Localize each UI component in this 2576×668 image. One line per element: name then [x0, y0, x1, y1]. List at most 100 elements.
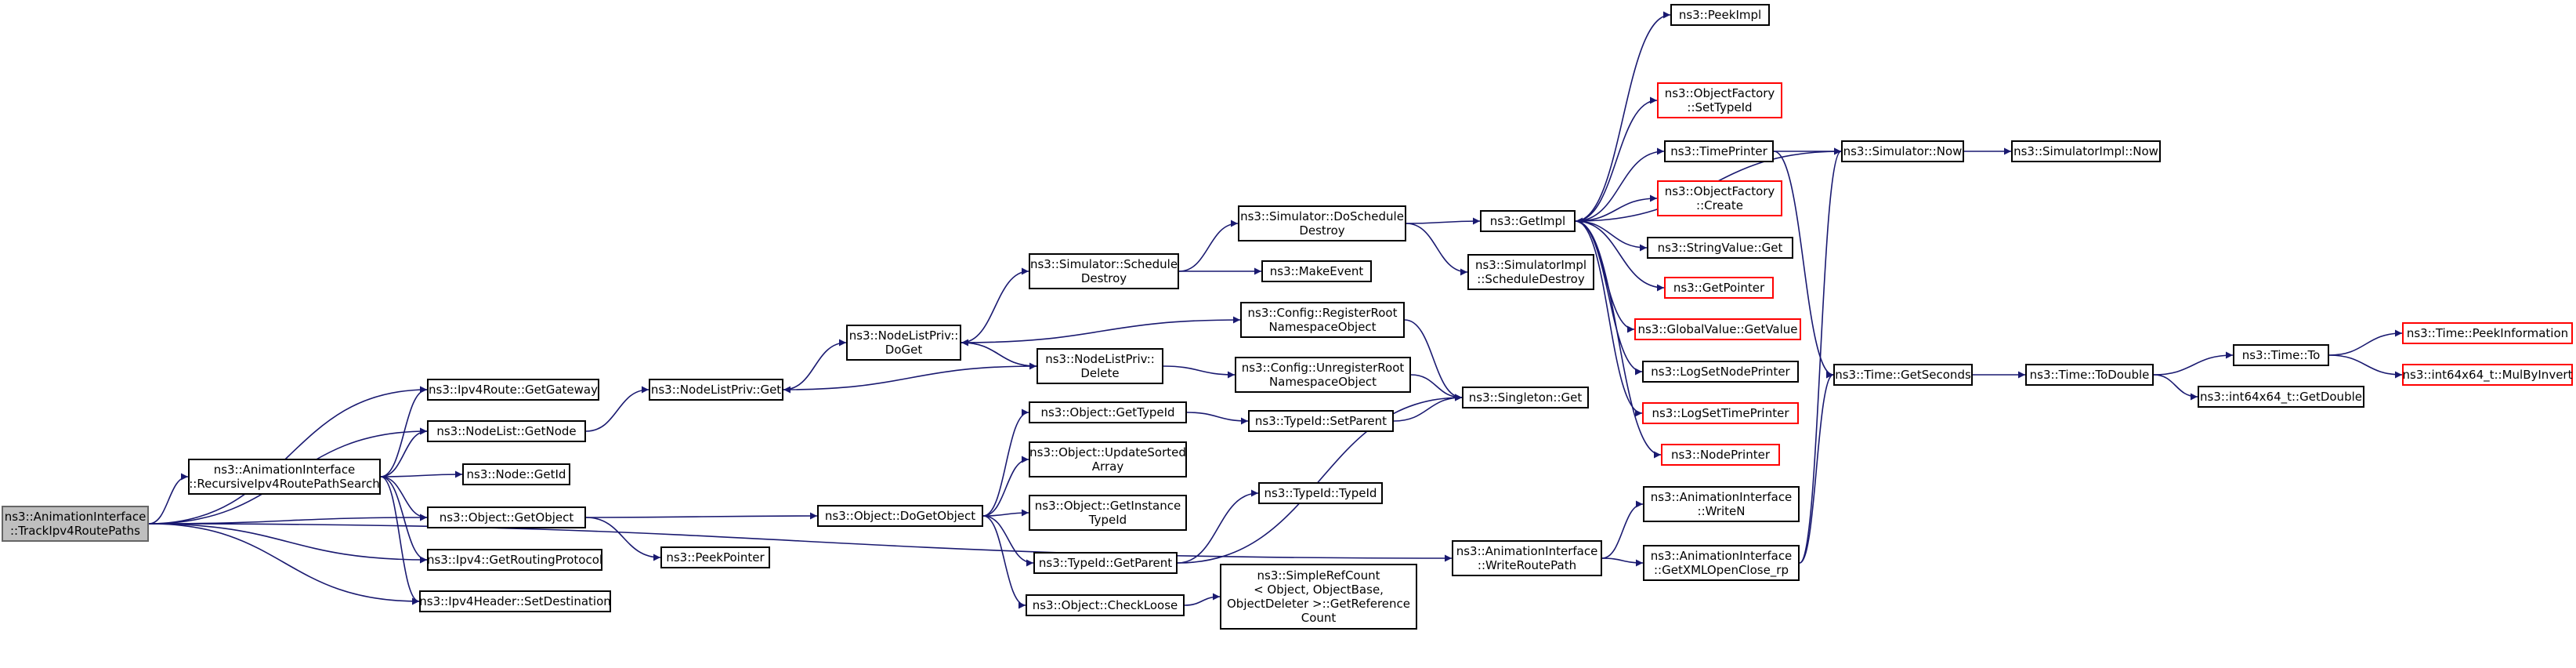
- edge-timeto-to-int64mulbyinvert: [2328, 354, 2403, 379]
- node-objectgetobject[interactable]: ns3::Object::GetObject: [427, 506, 586, 528]
- node-label-line: ::RecursiveIpv4RoutePathSearch: [189, 477, 380, 491]
- node-simnow[interactable]: ns3::Simulator::Now: [1841, 140, 1964, 162]
- edge-recursive-to-ipv4headersetdest: [380, 476, 420, 605]
- node-globalvalueget[interactable]: ns3::GlobalValue::GetValue: [1634, 318, 1801, 340]
- node-peekimpl[interactable]: ns3::PeekImpl: [1670, 4, 1770, 26]
- node-logsettimeprinter[interactable]: ns3::LogSetTimePrinter: [1642, 402, 1799, 424]
- node-label-line: ns3::AnimationInterface: [1650, 490, 1793, 504]
- node-label-line: ns3::NodeListPriv::: [1045, 352, 1155, 366]
- edge-getimpl-to-objfactorysettypeid: [1575, 96, 1658, 222]
- node-getpointer[interactable]: ns3::GetPointer: [1664, 277, 1774, 299]
- edge-objectdogetobject-to-objectgetinstance: [982, 509, 1029, 517]
- node-label-line: ns3::int64x64_t::MulByInvert: [2402, 368, 2573, 382]
- node-recursive[interactable]: ns3::AnimationInterface::RecursiveIpv4Ro…: [188, 459, 381, 495]
- node-makeevent[interactable]: ns3::MakeEvent: [1261, 260, 1372, 282]
- node-int64mulbyinvert[interactable]: ns3::int64x64_t::MulByInvert: [2402, 364, 2573, 386]
- node-label-line: ns3::SimpleRefCount: [1257, 568, 1380, 583]
- node-timepeekinfo[interactable]: ns3::Time::PeekInformation: [2402, 322, 2573, 344]
- node-label-line: ns3::Object::GetTypeId: [1040, 405, 1175, 419]
- node-label-line: Delete: [1080, 366, 1120, 380]
- node-label-line: Array: [1091, 459, 1124, 474]
- node-label-line: ns3::Object::CheckLoose: [1032, 598, 1178, 612]
- node-label-line: ::WriteRoutePath: [1477, 558, 1577, 572]
- node-objfactorycreate[interactable]: ns3::ObjectFactory::Create: [1657, 180, 1782, 216]
- node-label-line: Destroy: [1080, 271, 1127, 285]
- node-int64getdouble[interactable]: ns3::int64x64_t::GetDouble: [2198, 386, 2364, 408]
- node-nodelistprivget[interactable]: ns3::NodeListPriv::Get: [649, 379, 783, 401]
- node-getxmlopenclose[interactable]: ns3::AnimationInterface::GetXMLOpenClose…: [1643, 545, 1800, 581]
- node-writeroutepath[interactable]: ns3::AnimationInterface::WriteRoutePath: [1452, 540, 1602, 576]
- node-peekpointer[interactable]: ns3::PeekPointer: [660, 546, 770, 568]
- node-label-line: DoGet: [885, 343, 923, 357]
- node-objfactorysettypeid[interactable]: ns3::ObjectFactory::SetTypeId: [1657, 82, 1782, 118]
- edge-objectdogetobject-to-objectcheckloose: [982, 515, 1026, 609]
- node-label-line: ns3::LogSetTimePrinter: [1652, 406, 1789, 420]
- edge-nodelistprivdoget-to-configregister: [961, 316, 1241, 343]
- node-objectdogetobject[interactable]: ns3::Object::DoGetObject: [817, 505, 983, 527]
- node-ipv4headersetdest[interactable]: ns3::Ipv4Header::SetDestination: [419, 590, 611, 612]
- node-label-line: < Object, ObjectBase,: [1254, 583, 1384, 597]
- node-stringvalueget[interactable]: ns3::StringValue::Get: [1647, 237, 1793, 259]
- node-nodelistgetnode[interactable]: ns3::NodeList::GetNode: [427, 420, 586, 442]
- node-label-line: ns3::PeekImpl: [1678, 8, 1762, 22]
- node-label-line: ns3::Config::RegisterRoot: [1247, 306, 1398, 320]
- node-typeidgetparent[interactable]: ns3::TypeId::GetParent: [1033, 552, 1178, 574]
- edge-objectdogetobject-to-objectupdatesorted: [982, 456, 1029, 517]
- node-label-line: ns3::LogSetNodePrinter: [1651, 365, 1790, 379]
- node-label-line: ns3::NodeListPriv::Get: [650, 383, 782, 397]
- node-ipv4getrouting[interactable]: ns3::Ipv4::GetRoutingProtocol: [427, 549, 602, 571]
- node-writen[interactable]: ns3::AnimationInterface::WriteN: [1643, 486, 1800, 522]
- node-typeidtypeid[interactable]: ns3::TypeId::TypeId: [1258, 482, 1383, 504]
- node-label-line: ns3::Ipv4Header::SetDestination: [419, 594, 611, 608]
- node-label-line: ns3::SimulatorImpl::Now: [2013, 144, 2158, 158]
- edge-root-to-ipv4headersetdest: [148, 523, 420, 605]
- node-label-line: ns3::NodeList::GetNode: [436, 424, 577, 438]
- node-label-line: ns3::ObjectFactory: [1664, 86, 1775, 100]
- node-objectgettypeid[interactable]: ns3::Object::GetTypeId: [1029, 401, 1187, 423]
- node-simplerefcount[interactable]: ns3::SimpleRefCount< Object, ObjectBase,…: [1220, 564, 1417, 630]
- node-getimpl[interactable]: ns3::GetImpl: [1480, 210, 1576, 232]
- node-timegetseconds[interactable]: ns3::Time::GetSeconds: [1833, 364, 1973, 386]
- node-nodeprinter[interactable]: ns3::NodePrinter: [1661, 444, 1780, 466]
- edge-objectdogetobject-to-objectgettypeid: [982, 408, 1029, 517]
- node-timetodouble[interactable]: ns3::Time::ToDouble: [2025, 364, 2154, 386]
- node-nodelistprivdelete[interactable]: ns3::NodeListPriv::Delete: [1037, 348, 1163, 384]
- node-nodelistprivdoget[interactable]: ns3::NodeListPriv::DoGet: [846, 325, 961, 361]
- edge-nodelistprivdoget-to-simschedule: [961, 267, 1029, 343]
- node-simimplschedule[interactable]: ns3::SimulatorImpl::ScheduleDestroy: [1467, 254, 1594, 290]
- node-label-line: ::Create: [1696, 198, 1743, 212]
- node-label-line: ns3::AnimationInterface: [1456, 544, 1598, 558]
- node-logsetnodeprinter[interactable]: ns3::LogSetNodePrinter: [1642, 361, 1799, 383]
- node-singletonget[interactable]: ns3::Singleton::Get: [1462, 387, 1589, 408]
- node-label-line: ns3::AnimationInterface: [1650, 549, 1793, 563]
- node-objectcheckloose[interactable]: ns3::Object::CheckLoose: [1026, 594, 1185, 616]
- edge-configunregister-to-singletonget: [1410, 374, 1463, 401]
- edge-timeto-to-timepeekinfo: [2328, 329, 2403, 356]
- node-timeto[interactable]: ns3::Time::To: [2233, 344, 2329, 366]
- node-label-line: ns3::ObjectFactory: [1664, 184, 1775, 198]
- edge-getimpl-to-timeprinter: [1575, 147, 1665, 222]
- node-label-line: ns3::Ipv4Route::GetGateway: [429, 383, 598, 397]
- node-simimplnow[interactable]: ns3::SimulatorImpl::Now: [2011, 140, 2161, 162]
- node-label-line: ns3::Simulator::Now: [1843, 144, 1963, 158]
- node-label-line: ns3::Time::PeekInformation: [2406, 326, 2569, 340]
- node-timeprinter[interactable]: ns3::TimePrinter: [1664, 140, 1774, 162]
- edge-recursive-to-ipv4getrouting: [380, 476, 428, 564]
- node-getgateway[interactable]: ns3::Ipv4Route::GetGateway: [427, 379, 599, 401]
- node-label-line: ns3::Object::UpdateSorted: [1029, 445, 1186, 459]
- node-nodegetid[interactable]: ns3::Node::GetId: [462, 463, 570, 485]
- node-label-line: ns3::AnimationInterface: [213, 463, 356, 477]
- node-label-line: TypeId: [1088, 513, 1127, 527]
- edge-timetodouble-to-timeto: [2153, 351, 2234, 376]
- node-typeidsetparent[interactable]: ns3::TypeId::SetParent: [1248, 410, 1394, 432]
- edge-objectgettypeid-to-typeidsetparent: [1186, 412, 1249, 425]
- node-label-line: ns3::TypeId::GetParent: [1038, 556, 1173, 570]
- node-label-line: ns3::NodePrinter: [1670, 448, 1771, 462]
- node-label-line: ns3::MakeEvent: [1269, 264, 1364, 278]
